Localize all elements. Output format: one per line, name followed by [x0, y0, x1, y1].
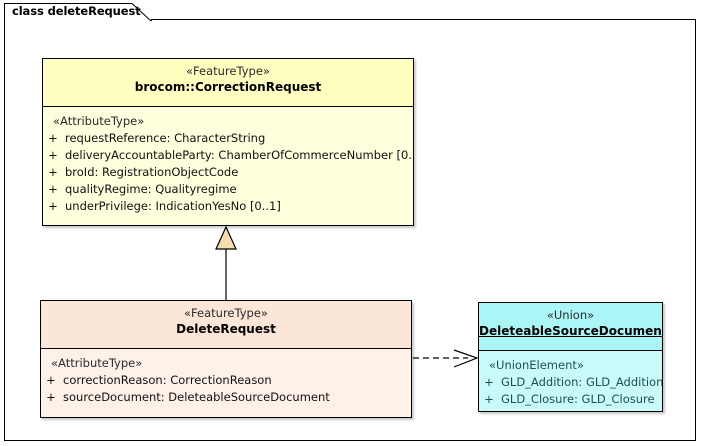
attribute-row: + deliveryAccountableParty: ChamberOfCom… — [43, 147, 413, 164]
attribute-text: qualityRegime: Qualityregime — [65, 182, 237, 196]
class-attributes-delete-request: «AttributeType» + correctionReason: Corr… — [41, 349, 411, 417]
attribute-visibility: + — [48, 165, 58, 179]
attribute-row: + underPrivilege: IndicationYesNo [0..1] — [43, 198, 413, 215]
attribute-visibility: + — [48, 131, 58, 145]
attribute-visibility: + — [46, 390, 56, 404]
class-box-deleteable-source-document[interactable]: «Union» DeleteableSourceDocument «UnionE… — [478, 302, 663, 412]
class-header-deleteable-source-document: «Union» DeleteableSourceDocument — [479, 303, 662, 351]
class-name: brocom::CorrectionRequest — [134, 80, 322, 94]
class-stereotype: «FeatureType» — [184, 306, 268, 320]
class-box-delete-request[interactable]: «FeatureType» DeleteRequest «AttributeTy… — [40, 300, 412, 418]
diagram-title: class deleteRequest — [12, 4, 141, 18]
class-name: DeleteRequest — [176, 322, 276, 336]
attribute-group-stereotype: «UnionElement» — [489, 358, 584, 372]
attribute-text: broId: RegistrationObjectCode — [65, 165, 239, 179]
generalization-connector — [215, 225, 237, 300]
attribute-row: + GLD_Addition: GLD_Addition — [479, 374, 662, 391]
attribute-row: + GLD_Closure: GLD_Closure — [479, 391, 662, 408]
class-header-delete-request: «FeatureType» DeleteRequest — [41, 301, 411, 349]
class-attributes-correction-request: «AttributeType» + requestReference: Char… — [43, 107, 413, 225]
class-header-correction-request: «FeatureType» brocom::CorrectionRequest — [43, 59, 413, 107]
class-stereotype: «FeatureType» — [186, 64, 270, 78]
class-name: DeleteableSourceDocument — [479, 324, 663, 338]
attribute-visibility: + — [484, 392, 494, 406]
attribute-row: + qualityRegime: Qualityregime — [43, 181, 413, 198]
attribute-row: + sourceDocument: DeleteableSourceDocume… — [41, 389, 411, 406]
attribute-visibility: + — [48, 199, 58, 213]
dependency-connector — [413, 349, 479, 368]
attribute-text: correctionReason: CorrectionReason — [63, 373, 272, 387]
attribute-group-stereotype: «AttributeType» — [53, 114, 145, 128]
attribute-visibility: + — [484, 375, 494, 389]
attribute-visibility: + — [46, 373, 56, 387]
attribute-visibility: + — [48, 182, 58, 196]
attribute-row: + requestReference: CharacterString — [43, 130, 413, 147]
attribute-text: GLD_Addition: GLD_Addition — [501, 375, 663, 389]
class-box-correction-request[interactable]: «FeatureType» brocom::CorrectionRequest … — [42, 58, 414, 226]
attribute-row: + correctionReason: CorrectionReason — [41, 372, 411, 389]
class-attributes-deleteable-source-document: «UnionElement» + GLD_Addition: GLD_Addit… — [479, 351, 662, 411]
class-stereotype: «Union» — [546, 308, 595, 322]
attribute-group-stereotype: «AttributeType» — [51, 356, 143, 370]
attribute-text: requestReference: CharacterString — [65, 131, 266, 145]
attribute-text: underPrivilege: IndicationYesNo [0..1] — [65, 199, 281, 213]
attribute-text: GLD_Closure: GLD_Closure — [501, 392, 655, 406]
attribute-text: sourceDocument: DeleteableSourceDocument — [63, 390, 330, 404]
attribute-row: + broId: RegistrationObjectCode — [43, 164, 413, 181]
attribute-text: deliveryAccountableParty: ChamberOfComme… — [65, 148, 414, 162]
attribute-visibility: + — [48, 148, 58, 162]
